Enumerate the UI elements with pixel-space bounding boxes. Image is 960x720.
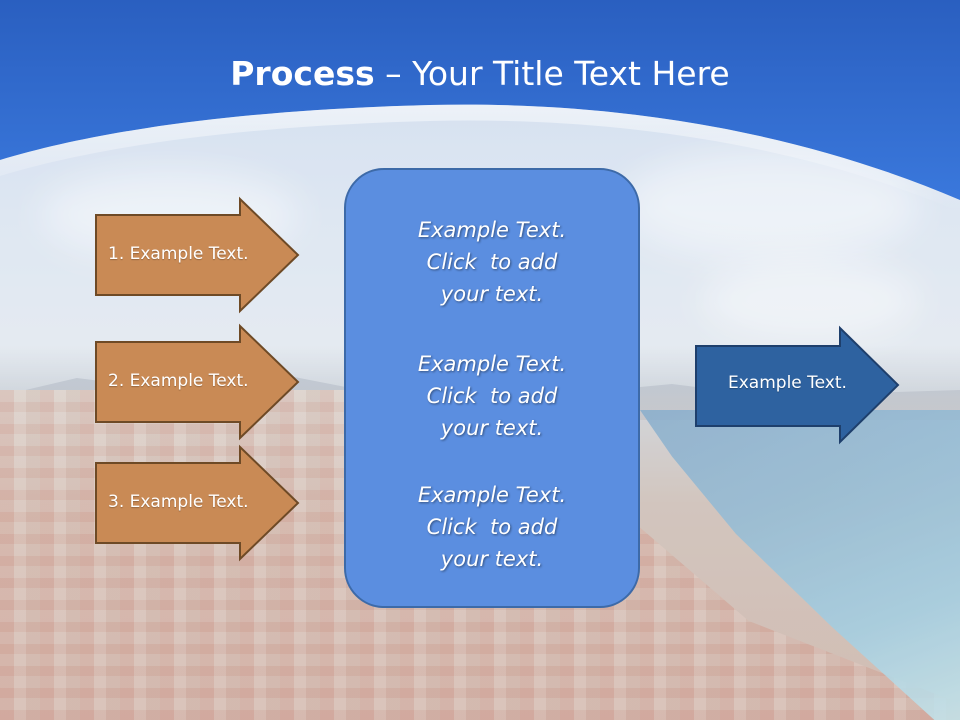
left-arrow-2[interactable]: 2. Example Text. [95,323,300,441]
center-text-line: Click to add [426,250,558,274]
arrow-right-shape-icon [95,444,300,562]
left-arrow-1-label: 1. Example Text. [108,244,249,264]
center-text-block-2: Example Text. Click to add your text. [346,348,638,444]
right-arrow-label: Example Text. [728,373,847,393]
center-text-line: Example Text. [417,352,567,376]
center-text-line: Click to add [426,384,558,408]
arrow-right-shape-icon [95,196,300,314]
left-arrow-2-label: 2. Example Text. [108,371,249,391]
arrow-right-shape-icon [95,323,300,441]
title-rest: – Your Title Text Here [374,54,730,93]
center-text-line: your text. [440,547,544,571]
center-text-panel[interactable]: Example Text. Click to add your text. Ex… [344,168,640,608]
center-text-line: your text. [440,416,544,440]
header-band [0,0,960,212]
left-arrow-3[interactable]: 3. Example Text. [95,444,300,562]
center-text-line: Example Text. [417,483,567,507]
center-text-block-1: Example Text. Click to add your text. [346,214,638,310]
center-text-block-3: Example Text. Click to add your text. [346,479,638,575]
center-text-line: Click to add [426,515,558,539]
center-text-line: Example Text. [417,218,567,242]
center-text-line: your text. [440,282,544,306]
left-arrow-1[interactable]: 1. Example Text. [95,196,300,314]
arrow-right-shape-icon [695,325,900,445]
left-arrow-3-label: 3. Example Text. [108,492,249,512]
right-arrow[interactable]: Example Text. [695,325,900,445]
title-bold: Process [230,54,375,93]
page-title: Process – Your Title Text Here [0,52,960,96]
